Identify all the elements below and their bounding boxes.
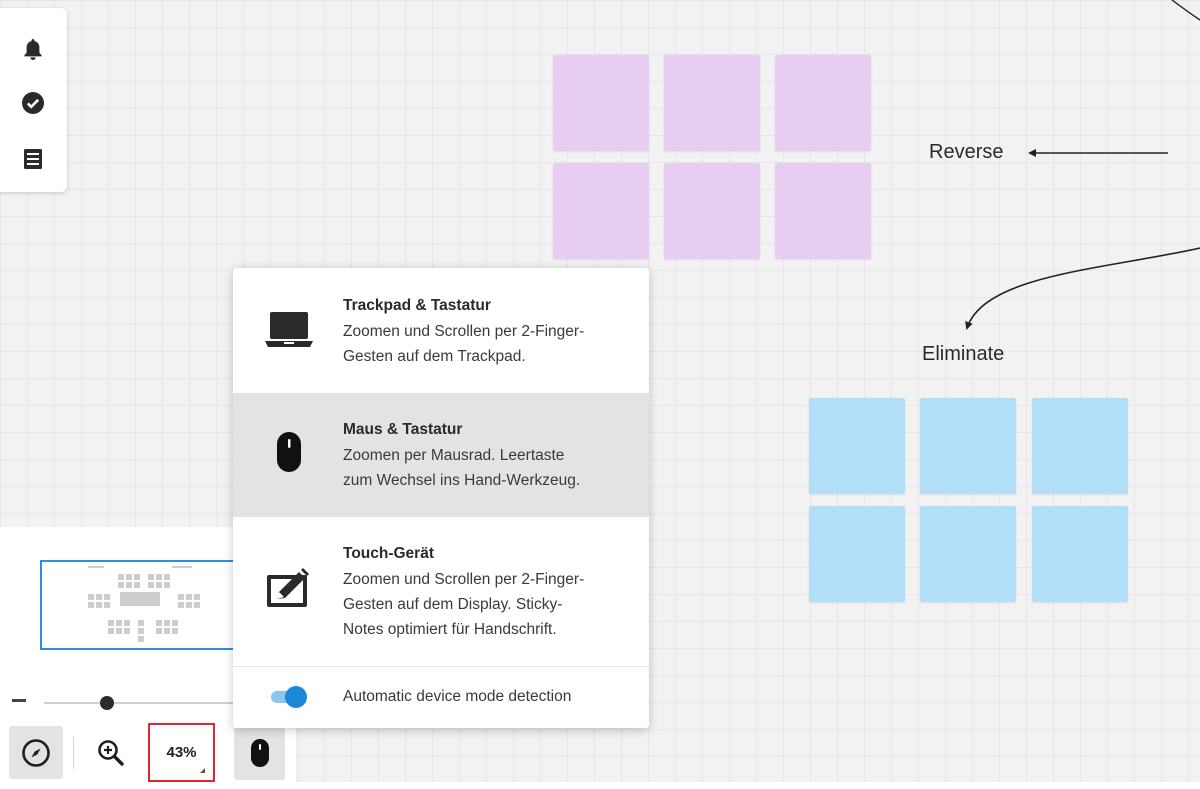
label-reverse[interactable]: Reverse — [929, 141, 1004, 163]
dropdown-corner-icon — [200, 768, 205, 773]
zoom-in-button[interactable] — [88, 730, 134, 776]
option-description-line: Zoomen und Scrollen per 2-Finger- — [343, 571, 585, 588]
mouse-icon — [250, 738, 269, 767]
option-description-line: Gesten auf dem Display. Sticky- — [343, 596, 563, 613]
notifications-button[interactable] — [16, 32, 50, 66]
bell-icon — [24, 39, 42, 60]
option-description: Zoomen und Scrollen per 2-Finger- Gesten… — [343, 567, 633, 642]
sticky-note[interactable] — [775, 163, 871, 259]
toolbar-divider — [73, 737, 74, 769]
zoom-level-button[interactable]: 43% — [148, 723, 215, 782]
option-description-line: Gesten auf dem Trackpad. — [343, 348, 526, 365]
sticky-note[interactable] — [775, 55, 871, 151]
zoom-in-icon — [98, 740, 124, 766]
list-button[interactable] — [16, 142, 50, 176]
navigator-toggle-button[interactable] — [9, 726, 63, 779]
list-icon — [24, 149, 42, 169]
laptop-icon — [261, 301, 317, 357]
option-description-line: Zoomen per Mausrad. Leertaste — [343, 447, 565, 464]
mouse-icon — [261, 424, 317, 480]
sticky-note[interactable] — [920, 506, 1016, 602]
option-description-line: zum Wechsel ins Hand-Werkzeug. — [343, 472, 581, 489]
option-touch[interactable]: Touch-Gerät Zoomen und Scrollen per 2-Fi… — [233, 517, 649, 666]
option-description-line: Notes optimiert für Handschrift. — [343, 621, 557, 638]
zoom-slider[interactable] — [44, 702, 234, 704]
pen-tablet-icon — [261, 561, 317, 617]
arrow-to-eliminate — [965, 247, 1200, 330]
sticky-note[interactable] — [1032, 398, 1128, 494]
sticky-note[interactable] — [553, 163, 649, 259]
sticky-note[interactable] — [809, 398, 905, 494]
sticky-note[interactable] — [553, 55, 649, 151]
left-toolbar — [0, 8, 67, 192]
zoom-slider-handle[interactable] — [99, 696, 114, 710]
option-title: Trackpad & Tastatur — [343, 297, 491, 314]
menu-divider — [233, 666, 649, 667]
bottom-strip — [0, 782, 1200, 789]
device-mode-menu: Trackpad & Tastatur Zoomen und Scrollen … — [233, 268, 649, 728]
minimap-preview — [88, 566, 200, 642]
zoom-level-label: 43% — [166, 744, 197, 761]
option-trackpad[interactable]: Trackpad & Tastatur Zoomen und Scrollen … — [233, 268, 649, 393]
option-title: Touch-Gerät — [343, 545, 434, 562]
option-description: Zoomen und Scrollen per 2-Finger- Gesten… — [343, 319, 633, 369]
toggle-knob — [285, 686, 307, 708]
minimap[interactable] — [40, 560, 240, 650]
option-description: Zoomen per Mausrad. Leertaste zum Wechse… — [343, 443, 633, 493]
sticky-note[interactable] — [809, 506, 905, 602]
sticky-note[interactable] — [920, 398, 1016, 494]
arrow-top-right — [1171, 0, 1200, 21]
sticky-note[interactable] — [1032, 506, 1128, 602]
option-title: Maus & Tastatur — [343, 421, 463, 438]
check-circle-icon — [22, 92, 44, 114]
auto-detect-toggle[interactable] — [271, 686, 307, 708]
option-mouse[interactable]: Maus & Tastatur Zoomen per Mausrad. Leer… — [233, 393, 649, 517]
sticky-note[interactable] — [664, 163, 760, 259]
auto-detect-label: Automatic device mode detection — [343, 688, 572, 705]
compass-icon — [22, 738, 50, 767]
sticky-note[interactable] — [664, 55, 760, 151]
label-eliminate[interactable]: Eliminate — [922, 343, 1005, 365]
option-description-line: Zoomen und Scrollen per 2-Finger- — [343, 323, 585, 340]
zoom-slider-fill — [44, 702, 107, 704]
tasks-button[interactable] — [16, 86, 50, 120]
device-mode-button[interactable] — [234, 725, 285, 780]
zoom-out-button[interactable] — [12, 699, 26, 702]
